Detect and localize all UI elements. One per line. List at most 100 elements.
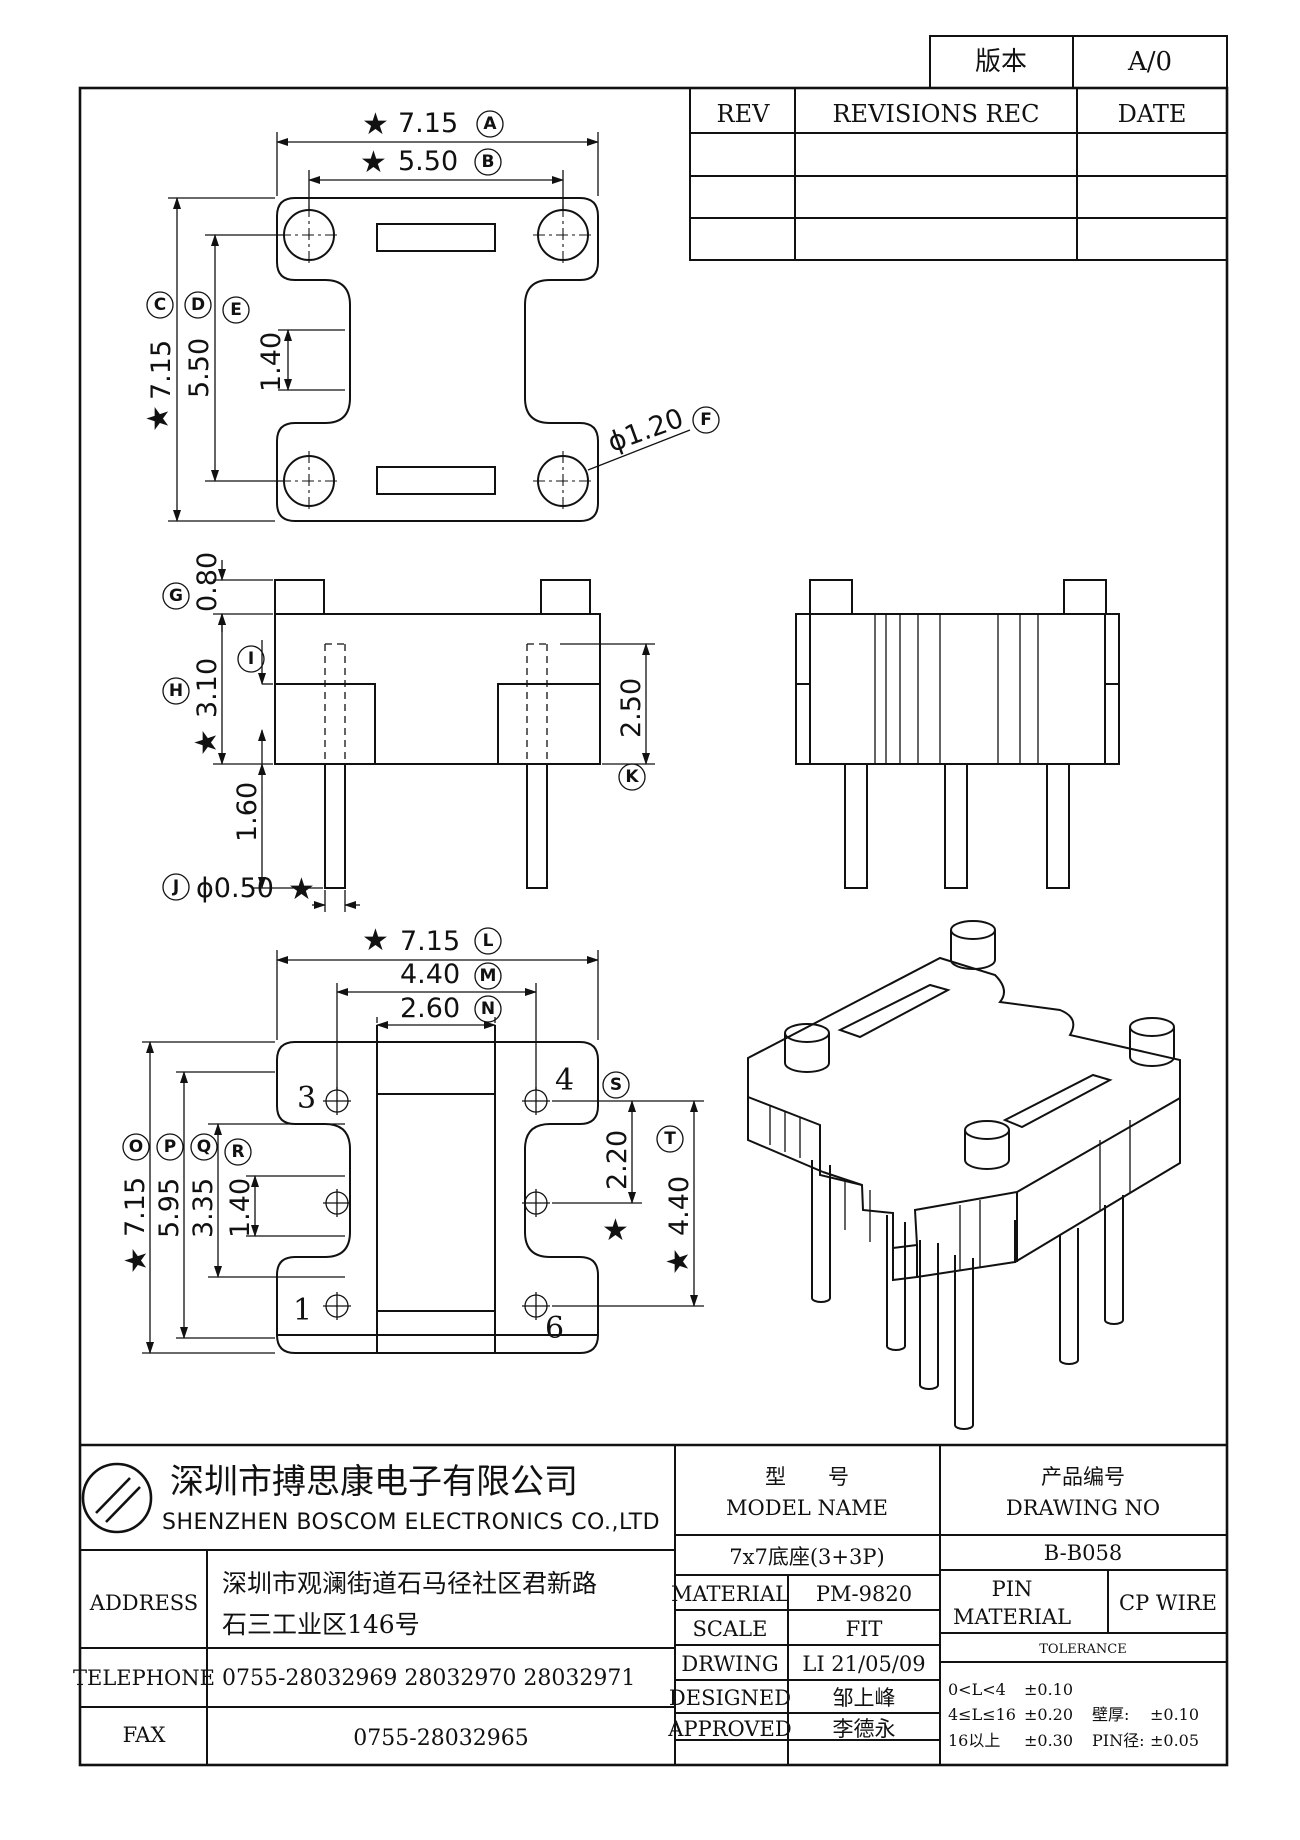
star-marker: ★ <box>360 145 387 180</box>
dim-E: 1.40 <box>256 332 287 392</box>
dim-O: 7.15 <box>120 1177 151 1237</box>
bubble-N: N <box>481 999 495 1019</box>
drawing-no-label-en: DRAWING NO <box>1006 1496 1160 1520</box>
scale-value: FIT <box>846 1617 883 1641</box>
bubble-B: B <box>482 152 495 172</box>
company-name-cn: 深圳市搏思康电子有限公司 <box>170 1462 578 1502</box>
date-header: DATE <box>1118 100 1187 128</box>
revisions-table: REV REVISIONS REC DATE <box>689 87 1228 261</box>
drwing-label: DRWING <box>681 1652 778 1676</box>
star-marker: ★ <box>189 729 224 756</box>
bubble-C: C <box>154 295 166 315</box>
tolerance-range: 4≤L≤16 <box>948 1705 1016 1724</box>
bubble-T: T <box>664 1129 676 1149</box>
dim-F: ϕ1.20 <box>604 403 688 459</box>
front-view <box>795 579 1120 889</box>
dim-S: 2.20 <box>602 1130 633 1190</box>
bubble-F: F <box>700 410 712 430</box>
tolerance-range: 0<L<4 <box>948 1680 1006 1699</box>
bubble-D: D <box>191 295 205 315</box>
star-marker: ★ <box>288 872 315 907</box>
dim-G: 0.80 <box>192 552 223 612</box>
tolerance-label: TOLERANCE <box>1039 1642 1126 1657</box>
dim-Q: 3.35 <box>188 1178 219 1238</box>
side-view: 0.80 G 3.10 ★ H I 1.60 J ϕ0.50 ★ 2.50 K <box>162 552 655 912</box>
approved-label: APPROVED <box>667 1717 791 1741</box>
dim-N: 2.60 <box>400 993 460 1024</box>
fax-label: FAX <box>123 1723 166 1747</box>
bubble-P: P <box>164 1137 176 1157</box>
dim-C: 7.15 <box>146 340 177 400</box>
wall-thickness-label: 壁厚: <box>1092 1705 1129 1724</box>
tolerance-value: ±0.30 <box>1024 1731 1073 1750</box>
dim-P: 5.95 <box>154 1178 185 1238</box>
address-line1: 深圳市观澜街道石马径社区君新路 <box>222 1569 597 1598</box>
bubble-R: R <box>231 1142 244 1162</box>
pin-number: 1 <box>293 1293 312 1328</box>
dim-T: 4.40 <box>664 1176 695 1236</box>
dim-A: 7.15 <box>398 108 458 139</box>
material-value: PM-9820 <box>816 1582 912 1606</box>
drawing-no-label-cn: 产品编号 <box>1041 1465 1125 1489</box>
dim-B: 5.50 <box>398 146 458 177</box>
scale-label: SCALE <box>693 1617 768 1641</box>
telephone-label: TELEPHONE <box>73 1666 215 1690</box>
model-label-en: MODEL NAME <box>726 1496 888 1520</box>
designed-value: 邹上峰 <box>833 1686 896 1710</box>
bubble-L: L <box>483 931 494 951</box>
dim-D: 5.50 <box>184 338 215 398</box>
pin-number: 4 <box>555 1063 574 1098</box>
bubble-M: M <box>480 966 497 986</box>
company-logo <box>81 1462 153 1534</box>
pin-diameter-label: PIN径: <box>1092 1731 1144 1750</box>
bubble-E: E <box>230 300 242 320</box>
star-marker: ★ <box>362 107 389 142</box>
drwing-value: LI 21/05/09 <box>802 1652 925 1676</box>
tolerance-value: ±0.20 <box>1024 1705 1073 1724</box>
star-marker: ★ <box>661 1248 696 1275</box>
bubble-K: K <box>625 767 639 787</box>
designed-label: DESIGNED <box>669 1686 791 1710</box>
top-view: ★ 7.15 A ★ 5.50 B 7.15 ★ C 5.50 D 1.40 E… <box>141 107 720 522</box>
pin-number: 6 <box>545 1311 564 1346</box>
revisions-rec-header: REVISIONS REC <box>832 100 1039 128</box>
pin-number: 3 <box>297 1081 316 1116</box>
wall-thickness-value: ±0.10 <box>1150 1705 1199 1724</box>
isometric-view <box>747 920 1181 1430</box>
pin-material-label: PIN <box>992 1577 1033 1601</box>
drawing-no-value: B-B058 <box>1044 1541 1122 1565</box>
dim-J: ϕ0.50 <box>196 873 274 904</box>
bubble-S: S <box>610 1075 622 1095</box>
rev-header: REV <box>717 100 771 128</box>
material-label: MATERIAL <box>671 1582 789 1606</box>
pin-diameter-value: ±0.05 <box>1150 1731 1199 1750</box>
address-label: ADDRESS <box>89 1591 198 1615</box>
star-marker: ★ <box>141 405 176 432</box>
bubble-G: G <box>169 586 183 606</box>
drawing-frame <box>78 86 1229 1767</box>
star-marker: ★ <box>119 1247 154 1274</box>
star-marker: ★ <box>602 1213 629 1248</box>
version-value: A/0 <box>1127 47 1172 77</box>
version-label: 版本 <box>975 47 1027 77</box>
tolerance-value: ±0.10 <box>1024 1680 1073 1699</box>
dim-L: 7.15 <box>400 926 460 957</box>
star-marker: ★ <box>362 923 389 958</box>
dim-R: 1.40 <box>225 1178 256 1238</box>
dim-M: 4.40 <box>400 959 460 990</box>
dim-H: 3.10 <box>192 658 223 718</box>
telephone-value: 0755-28032969 28032970 28032971 <box>222 1666 635 1691</box>
title-block: 深圳市搏思康电子有限公司 SHENZHEN BOSCOM ELECTRONICS… <box>73 1443 1227 1765</box>
bubble-A: A <box>483 114 497 134</box>
pin-material-value: CP WIRE <box>1119 1591 1217 1615</box>
model-value: 7x7底座(3+3P) <box>729 1545 884 1569</box>
version-box: 版本 A/0 <box>929 35 1228 89</box>
model-label-cn: 型 号 <box>765 1465 849 1489</box>
company-name-en: SHENZHEN BOSCOM ELECTRONICS CO.,LTD <box>162 1510 660 1535</box>
approved-value: 李德永 <box>833 1717 896 1741</box>
bottom-view: 3 4 1 6 ★ 7.15 L 4.40 M 2.60 N 7.15 ★ O … <box>119 923 704 1354</box>
dim-pin-length: 1.60 <box>232 782 263 842</box>
address-line2: 石三工业区146号 <box>222 1610 420 1639</box>
dim-K: 2.50 <box>616 678 647 738</box>
